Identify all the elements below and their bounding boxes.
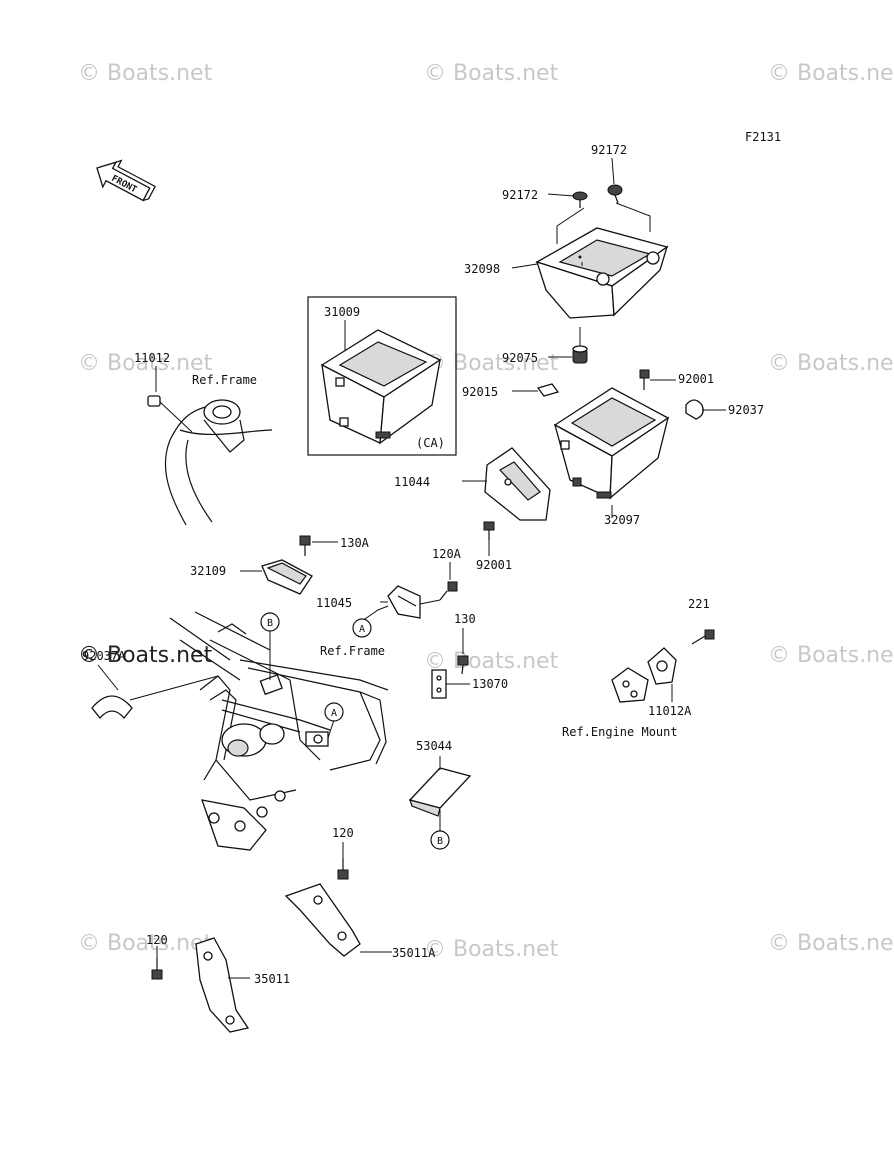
part-35011-plate	[195, 937, 250, 1033]
option-box-label: (CA)	[416, 436, 445, 450]
part-number-label: 120	[332, 826, 354, 840]
part-number-label: 11012A	[648, 704, 692, 718]
part-number-label: 130A	[340, 536, 370, 550]
part-92075-grommet	[572, 345, 588, 364]
part-53044-sleeve	[408, 767, 472, 817]
part-labels: 92172 92172 32098 31009 92075 92015 9200…	[82, 143, 764, 986]
part-13070-bracket	[431, 669, 447, 699]
watermarks: © Boats.net © Boats.net © Boats.net © Bo…	[78, 61, 894, 962]
bolt-icon	[457, 655, 469, 675]
frame-head	[164, 399, 273, 526]
front-arrow-icon: FRONT	[96, 159, 156, 202]
part-number-label: 92001	[476, 558, 512, 572]
watermark: © Boats.net	[768, 931, 894, 956]
part-11045-bracket	[387, 585, 421, 619]
callout-b: B	[430, 830, 450, 850]
callout-label: A	[359, 624, 365, 635]
watermark: © Boats.net	[424, 61, 559, 86]
part-31009-case	[320, 329, 442, 445]
part-number-label: 92015	[462, 385, 498, 399]
bolt-icon	[337, 858, 349, 880]
bolt-icon	[299, 535, 311, 556]
callout-a: A	[324, 702, 344, 722]
part-number-label: 130	[454, 612, 476, 626]
watermark: © Boats.net	[424, 937, 559, 962]
watermark: © Boats.net	[424, 351, 559, 376]
part-92037-clamp	[685, 399, 704, 420]
part-number-label: 92037	[728, 403, 764, 417]
part-number-label: 120	[146, 933, 168, 947]
ref-frame-label: Ref.Frame	[192, 373, 257, 387]
watermark: © Boats.net	[768, 61, 894, 86]
part-92037a-clamp	[91, 695, 133, 720]
part-11012-pin	[147, 395, 161, 407]
bolt-icon	[151, 958, 163, 980]
part-number-label: 92075	[502, 351, 538, 365]
watermark: © Boats.net	[78, 61, 213, 86]
part-number-label: 92037A	[82, 649, 126, 663]
part-32109-cover	[261, 559, 313, 595]
part-number-label: 53044	[416, 739, 452, 753]
ref-engine-mount-label: Ref.Engine Mount	[562, 725, 678, 739]
bolt-icon	[483, 521, 495, 540]
callout-a: A	[352, 618, 372, 638]
figure-code: F2131	[745, 130, 781, 144]
part-92015-clip	[536, 383, 560, 397]
part-number-label: 32098	[464, 262, 500, 276]
main-frame	[169, 611, 389, 851]
part-number-label: 11045	[316, 596, 352, 610]
part-32097-case	[553, 387, 670, 500]
callout-b: B	[260, 612, 280, 632]
part-11044-bracket	[484, 447, 551, 521]
watermark: © Boats.net	[78, 931, 213, 956]
part-number-label: 35011A	[392, 946, 436, 960]
callout-label: B	[267, 618, 273, 629]
screw-icon	[572, 184, 623, 208]
part-32098-lid	[535, 227, 669, 319]
bolt-icon	[639, 369, 650, 390]
ref-frame-label: Ref.Frame	[320, 644, 385, 658]
callout-label: A	[331, 708, 337, 719]
part-number-label: 31009	[324, 305, 360, 319]
part-number-label: 11012	[134, 351, 170, 365]
part-number-label: 120A	[432, 547, 462, 561]
part-number-label: 32097	[604, 513, 640, 527]
callout-label: B	[437, 836, 443, 847]
part-35011a-plate	[284, 883, 361, 957]
part-number-label: 221	[688, 597, 710, 611]
watermark: © Boats.net	[768, 643, 894, 668]
bolt-icon	[439, 581, 458, 601]
part-number-label: 35011	[254, 972, 290, 986]
part-number-label: 92172	[502, 188, 538, 202]
part-number-label: 13070	[472, 677, 508, 691]
watermark: © Boats.net	[768, 351, 894, 376]
part-number-label: 11044	[394, 475, 430, 489]
option-box	[307, 296, 457, 456]
part-11012a-mount	[611, 647, 677, 703]
watermark: © Boats.net	[78, 351, 213, 376]
part-number-label: 92172	[591, 143, 627, 157]
bolt-icon	[691, 629, 715, 645]
part-number-label: 32109	[190, 564, 226, 578]
part-number-label: 92001	[678, 372, 714, 386]
